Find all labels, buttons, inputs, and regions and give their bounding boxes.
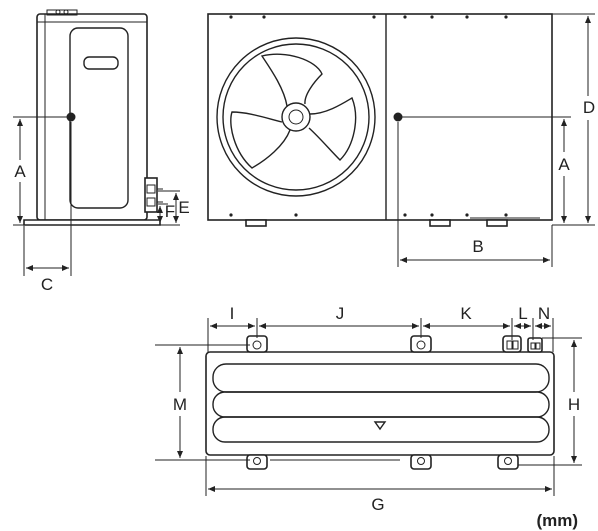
dimension-b: B [397, 122, 553, 267]
side-view [23, 9, 163, 226]
bottom-body [205, 351, 555, 456]
dimension-a-side: A [8, 116, 67, 226]
label-m: M [173, 395, 187, 414]
drain-outlet [373, 421, 387, 431]
dimension-f: F [157, 202, 175, 223]
bottom-view [205, 335, 555, 470]
dimension-g: G [205, 456, 555, 514]
label-j: J [336, 304, 345, 323]
mount-hole-2 [410, 335, 432, 353]
fan-blade-2 [308, 96, 357, 161]
label-n: N [538, 304, 550, 323]
fan-blade-1 [260, 53, 323, 107]
label-g: G [371, 495, 384, 514]
dimension-c: C [23, 122, 72, 294]
label-c: C [41, 275, 53, 294]
side-handle [83, 56, 119, 70]
front-foot-mid [429, 219, 451, 227]
dimension-e: E [158, 190, 190, 226]
label-b: B [472, 237, 483, 256]
side-center-mark [66, 112, 76, 122]
fan-grille [216, 37, 376, 197]
label-h: H [568, 395, 580, 414]
dimension-ijkln: I J K L N [207, 304, 554, 352]
label-a-side: A [14, 162, 26, 181]
label-i: I [230, 304, 235, 323]
label-l: L [518, 304, 527, 323]
mount-hole-1 [246, 335, 268, 353]
side-top-cap [46, 9, 78, 16]
side-base [23, 219, 161, 226]
dimension-a-front: A [402, 116, 575, 226]
label-d: D [583, 98, 595, 117]
dimension-h: H [518, 337, 586, 466]
dimension-m: M [155, 344, 250, 461]
front-foot-left [245, 219, 267, 227]
dimension-d: D [552, 13, 598, 226]
bottom-rib-3 [212, 416, 550, 443]
mount-foot-2 [410, 454, 432, 470]
side-valves [144, 177, 158, 213]
fan-blade-3 [230, 111, 291, 169]
label-f: F [165, 202, 175, 221]
mount-foot-1 [246, 454, 268, 470]
unit-label: (mm) [536, 511, 578, 530]
mount-foot-3 [497, 454, 519, 470]
label-e: E [178, 198, 189, 217]
label-k: K [460, 304, 472, 323]
front-view [207, 13, 553, 227]
front-foot-right [486, 219, 508, 227]
front-center-mark [393, 112, 403, 122]
label-a-front: A [558, 155, 570, 174]
